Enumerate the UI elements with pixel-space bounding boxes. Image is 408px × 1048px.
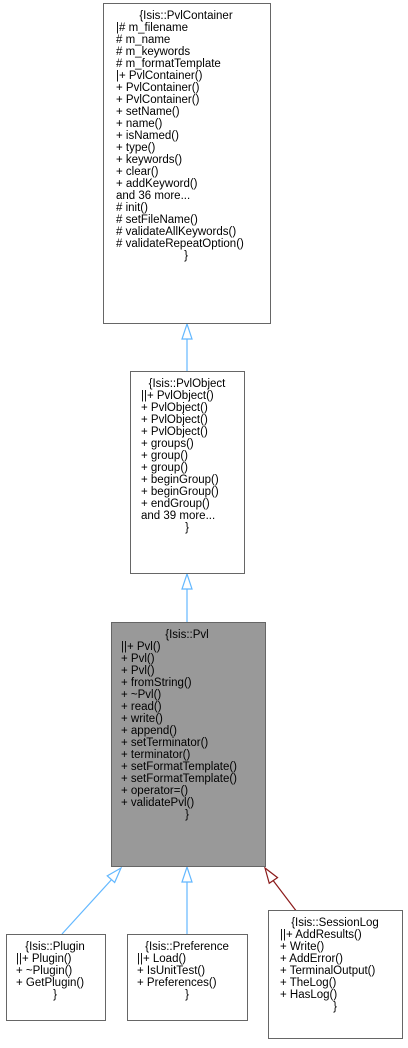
- class-member: # validateRepeatOption(): [116, 238, 244, 250]
- class-member: + terminator(): [121, 749, 191, 761]
- class-member: ||+ Plugin(): [16, 953, 72, 965]
- edges-layer: [61, 322, 298, 935]
- class-member: + HasLog(): [280, 989, 337, 1001]
- class-name: {Isis::PvlObject: [149, 378, 226, 390]
- class-closing-brace: }: [184, 250, 188, 262]
- edge-pvl-to-pvlobject: [181, 572, 193, 622]
- edge-line: [61, 877, 114, 935]
- class-member: + PvlObject(): [141, 426, 208, 438]
- class-member: # m_name: [116, 34, 170, 46]
- class-member: and 39 more...: [141, 510, 215, 522]
- class-member: + group(): [141, 450, 188, 462]
- class-node-pvlcontainer[interactable]: {Isis::PvlContainer|# m_filename# m_name…: [103, 3, 271, 324]
- class-closing-brace: }: [333, 1001, 337, 1013]
- class-member: # m_keywords: [116, 46, 190, 58]
- class-name: {Isis::Pvl: [165, 629, 208, 641]
- class-member: ||+ Pvl(): [121, 641, 161, 653]
- class-member: + append(): [121, 725, 177, 737]
- class-name: {Isis::Preference: [145, 941, 229, 953]
- inheritance-arrowhead: [181, 322, 193, 340]
- class-node-pvl[interactable]: {Isis::Pvl||+ Pvl()+ Pvl()+ Pvl()+ fromS…: [111, 622, 266, 867]
- class-member: + validatePvl(): [121, 797, 194, 809]
- class-member: + keywords(): [116, 154, 182, 166]
- class-closing-brace: }: [53, 989, 57, 1001]
- inheritance-arrowhead: [106, 866, 123, 884]
- class-member: # m_formatTemplate: [116, 58, 221, 70]
- class-member: + TheLog(): [280, 977, 337, 989]
- class-member: + Pvl(): [121, 665, 155, 677]
- class-member: + PvlObject(): [141, 414, 208, 426]
- class-member: + ~Pvl(): [121, 689, 161, 701]
- class-member: + isNamed(): [116, 130, 179, 142]
- class-member: + groups(): [141, 438, 194, 450]
- class-member: # validateAllKeywords(): [116, 226, 236, 238]
- class-member: + beginGroup(): [141, 474, 219, 486]
- class-member: + type(): [116, 142, 155, 154]
- class-member: + ~Plugin(): [16, 965, 72, 977]
- class-member: + Write(): [280, 941, 324, 953]
- edge-pvlobject-to-pvlcontainer: [181, 322, 193, 371]
- class-closing-brace: }: [185, 989, 189, 1001]
- class-box: [111, 622, 266, 867]
- class-member: + setName(): [116, 106, 180, 118]
- class-member: + GetPlugin(): [16, 977, 84, 989]
- class-name: {Isis::PvlContainer: [139, 10, 232, 22]
- class-member: + operator=(): [121, 785, 188, 797]
- class-box: [127, 934, 248, 1021]
- class-member: + fromString(): [121, 677, 192, 689]
- class-member: + write(): [121, 713, 163, 725]
- class-node-sessionlog[interactable]: {Isis::SessionLog||+ AddResults()+ Write…: [268, 910, 403, 1039]
- class-box: [6, 934, 106, 1021]
- class-member: + setFormatTemplate(): [121, 773, 237, 785]
- class-member: + PvlObject(): [141, 402, 208, 414]
- class-member: + endGroup(): [141, 498, 210, 510]
- class-node-pvlobject[interactable]: {Isis::PvlObject||+ PvlObject()+ PvlObje…: [130, 371, 245, 574]
- class-box: [103, 3, 271, 324]
- class-member: |+ PvlContainer(): [116, 70, 203, 82]
- edge-plugin-to-pvl: [61, 866, 123, 935]
- edge-sessionlog-to-pvl: [263, 866, 298, 913]
- class-member: and 36 more...: [116, 190, 190, 202]
- class-box: [268, 910, 403, 1039]
- class-member: + clear(): [116, 166, 159, 178]
- nodes-layer: {Isis::PvlContainer|# m_filename# m_name…: [6, 3, 403, 1039]
- inheritance-arrowhead: [263, 866, 279, 885]
- class-member: + Preferences(): [137, 977, 217, 989]
- class-member: # init(): [116, 202, 148, 214]
- inheritance-arrowhead: [181, 865, 193, 883]
- class-box: [130, 371, 245, 574]
- inheritance-arrowhead: [181, 572, 193, 590]
- class-member: + read(): [121, 701, 162, 713]
- class-member: + PvlContainer(): [116, 82, 200, 94]
- class-member: + Pvl(): [121, 653, 155, 665]
- class-node-plugin[interactable]: {Isis::Plugin||+ Plugin()+ ~Plugin()+ Ge…: [6, 934, 106, 1021]
- class-member: ||+ Load(): [137, 953, 186, 965]
- class-member: + setFormatTemplate(): [121, 761, 237, 773]
- class-member: + IsUnitTest(): [137, 965, 205, 977]
- class-member: ||+ PvlObject(): [141, 390, 214, 402]
- class-member: # setFileName(): [116, 214, 198, 226]
- class-member: + addKeyword(): [116, 178, 198, 190]
- class-member: + beginGroup(): [141, 486, 219, 498]
- class-node-preference[interactable]: {Isis::Preference||+ Load()+ IsUnitTest(…: [127, 934, 248, 1021]
- class-member: + PvlContainer(): [116, 94, 200, 106]
- class-member: + group(): [141, 462, 188, 474]
- class-name: {Isis::Plugin: [25, 941, 84, 953]
- class-closing-brace: }: [185, 522, 189, 534]
- edge-preference-to-pvl: [181, 865, 193, 934]
- class-member: ||+ AddResults(): [280, 929, 362, 941]
- class-member: + setTerminator(): [121, 737, 208, 749]
- class-name: {Isis::SessionLog: [291, 917, 379, 929]
- edge-line: [271, 878, 298, 913]
- class-closing-brace: }: [185, 809, 189, 821]
- class-member: + AddError(): [280, 953, 343, 965]
- class-member: + name(): [116, 118, 163, 130]
- class-member: |# m_filename: [116, 22, 188, 34]
- class-member: + TerminalOutput(): [280, 965, 376, 977]
